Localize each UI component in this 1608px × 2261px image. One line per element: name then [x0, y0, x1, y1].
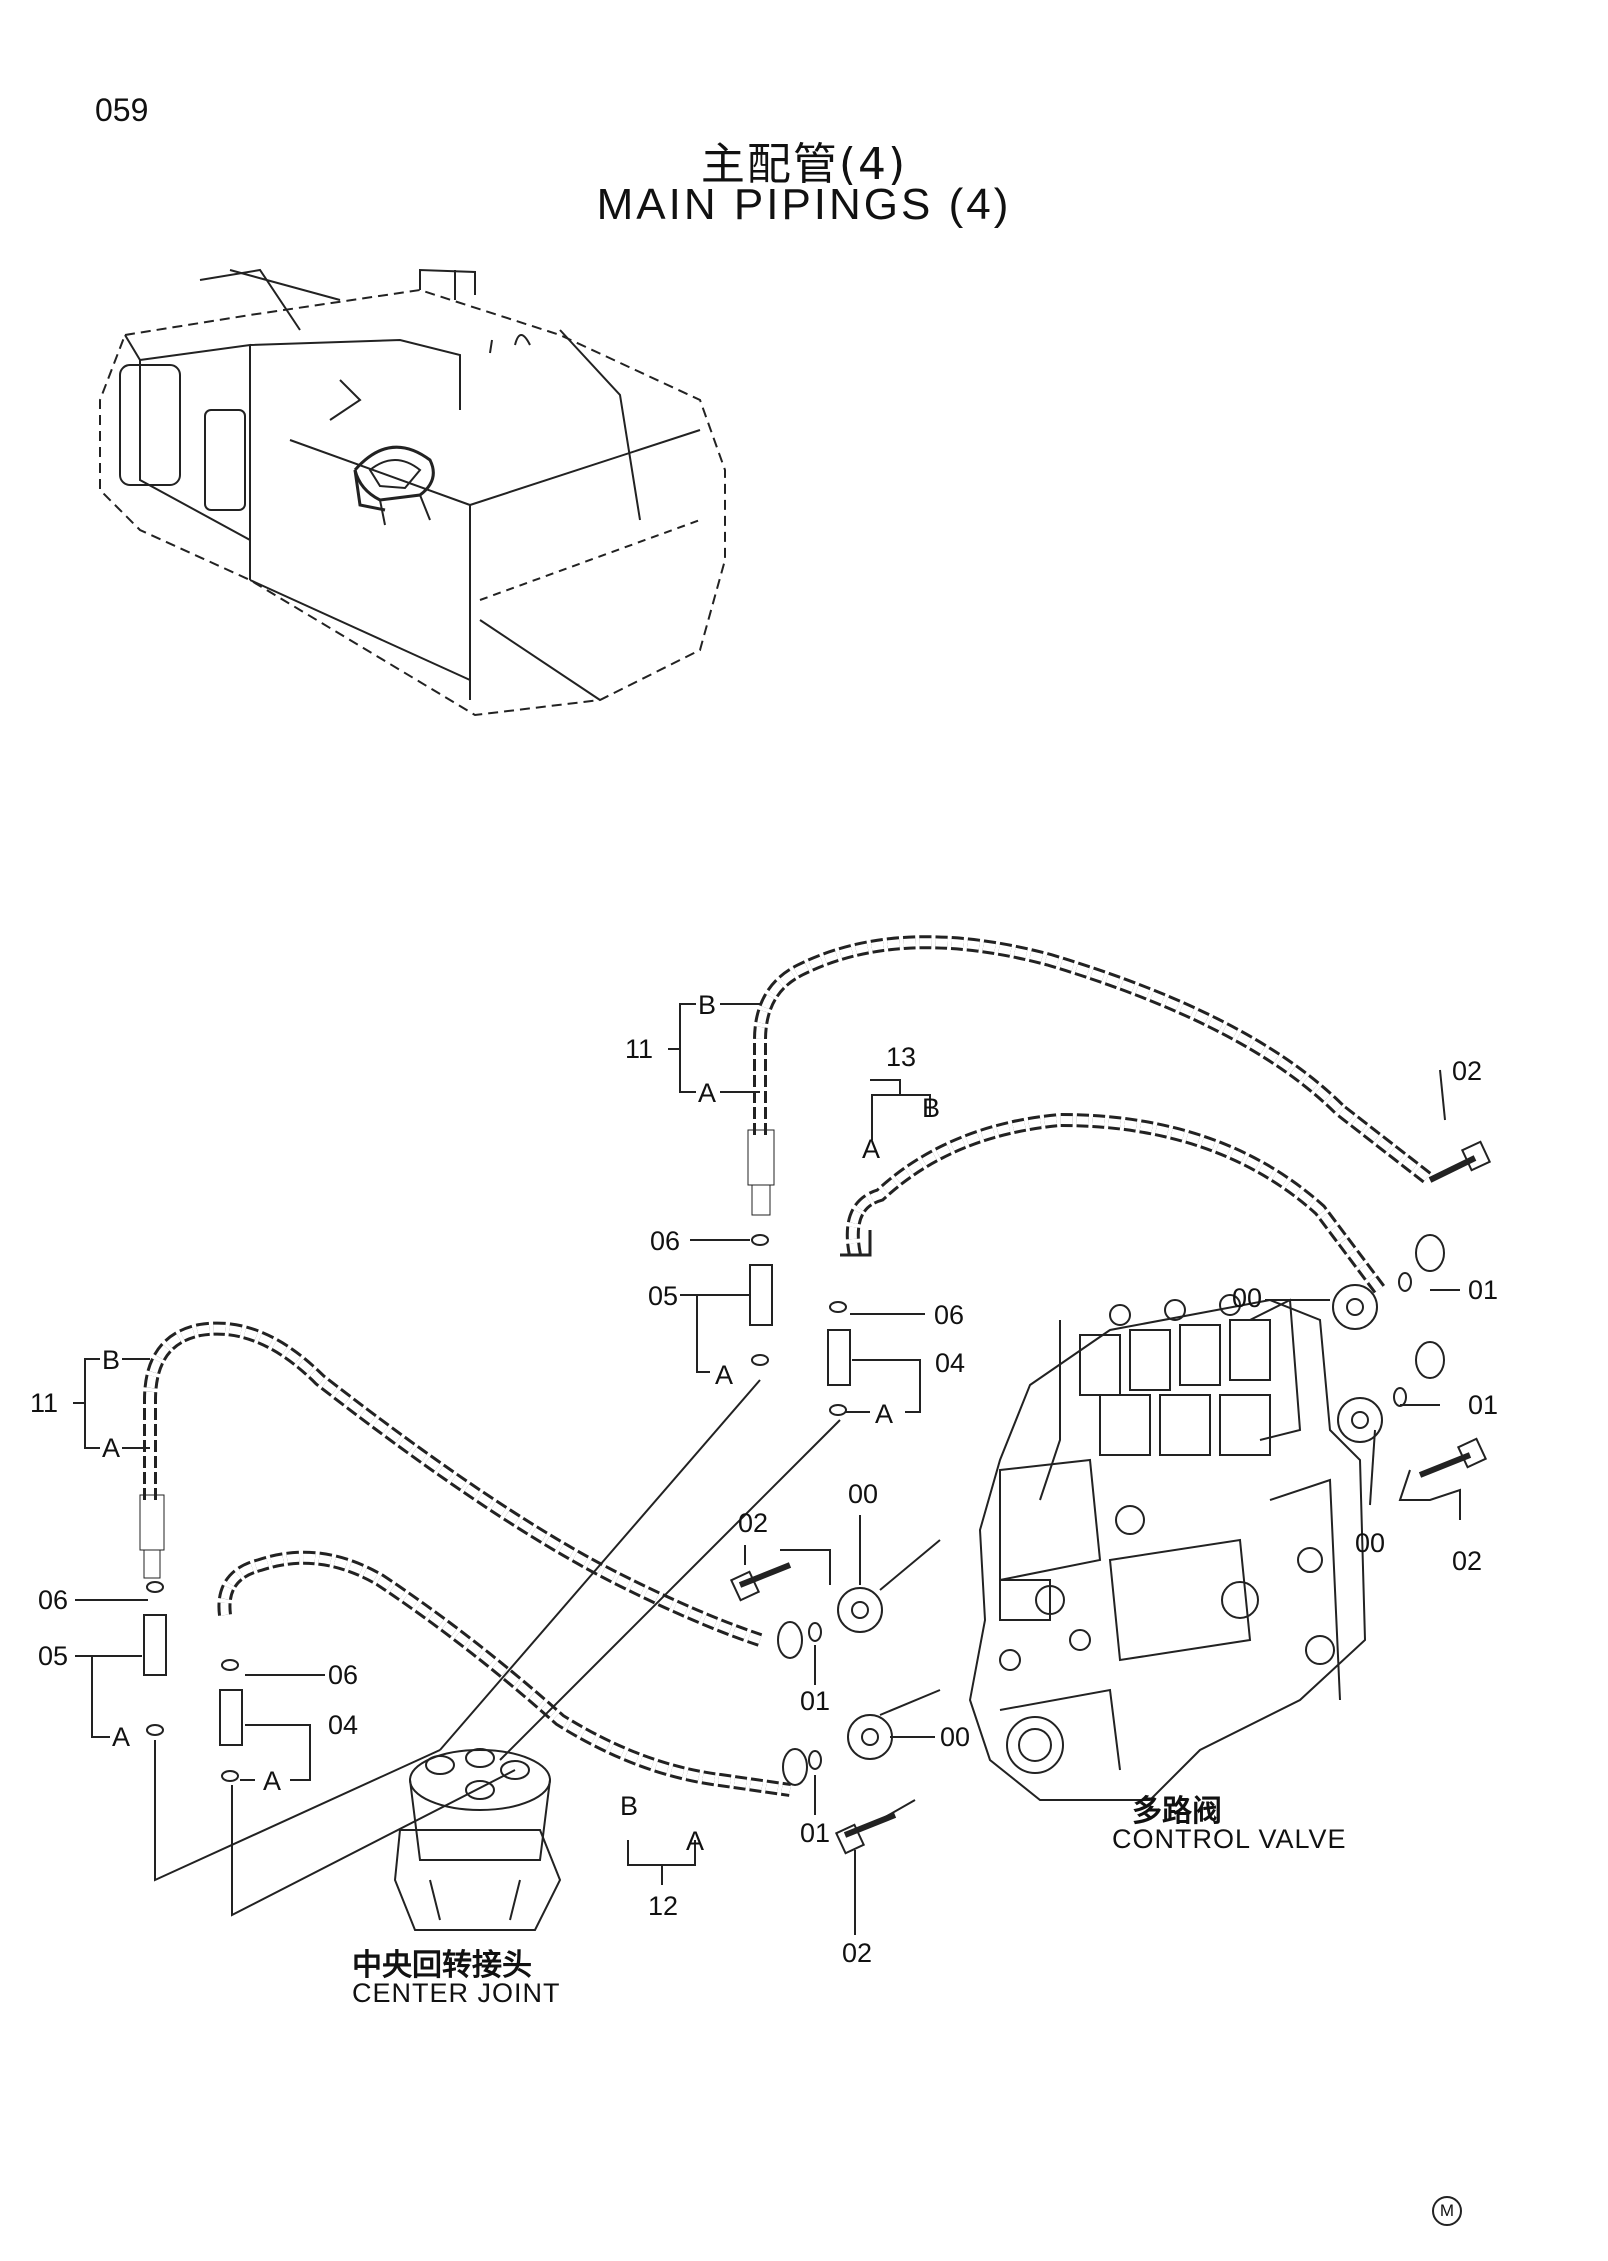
callout-06: 06 — [650, 1226, 680, 1256]
hose-assemblies — [139, 935, 1435, 1797]
callout-a: A — [862, 1134, 880, 1164]
callout-b: B — [698, 990, 716, 1020]
callout-12: 12 — [648, 1891, 678, 1921]
excavator-overview-illustration — [99, 268, 726, 717]
callout-00: 00 — [1355, 1528, 1385, 1558]
callout-02: 02 — [842, 1938, 872, 1968]
callout-02: 02 — [1452, 1056, 1482, 1086]
callout-06: 06 — [934, 1300, 964, 1330]
callout-01: 01 — [1468, 1275, 1498, 1305]
control-valve-label-chinese: 多路阀 — [1132, 1794, 1222, 1829]
callout-a: A — [102, 1433, 120, 1463]
callout-b: B — [620, 1791, 638, 1821]
control-valve-label-english: CONTROL VALVE — [1112, 1824, 1347, 1854]
copyright-mark: M — [1432, 2196, 1462, 2226]
callout-06: 06 — [328, 1660, 358, 1690]
callout-11-top: 11 — [625, 1034, 653, 1064]
callout-a: A — [698, 1078, 716, 1108]
fittings-and-seals — [143, 1140, 1492, 1855]
center-joint-illustration — [393, 1748, 562, 1931]
page-number: 059 — [95, 92, 149, 128]
callout-a: A — [112, 1722, 130, 1752]
callout-05: 05 — [38, 1641, 68, 1671]
page-title-english: MAIN PIPINGS (4) — [596, 180, 1012, 229]
callout-a: A — [686, 1826, 704, 1856]
callout-13: 13 — [886, 1042, 916, 1072]
callout-02: 02 — [738, 1508, 768, 1538]
callout-b: B — [922, 1093, 940, 1123]
callout-labels: 11 B A 13 A B 02 00 01 01 00 02 06 05 A … — [30, 990, 1498, 1968]
callout-05: 05 — [648, 1281, 678, 1311]
callout-01: 01 — [800, 1818, 830, 1848]
callout-04: 04 — [935, 1348, 965, 1378]
center-joint-label-english: CENTER JOINT — [352, 1978, 561, 2008]
callout-11-left: 11 — [30, 1388, 58, 1418]
callout-a: A — [875, 1399, 893, 1429]
callout-00: 00 — [1232, 1283, 1262, 1313]
callout-02: 02 — [1452, 1546, 1482, 1576]
control-valve-illustration — [968, 1294, 1367, 1801]
callout-01: 01 — [1468, 1390, 1498, 1420]
callout-00: 00 — [848, 1479, 878, 1509]
callout-leader-lines — [73, 1003, 1461, 1935]
callout-00: 00 — [940, 1722, 970, 1752]
page-title-chinese: 主配管(4) — [700, 139, 908, 190]
callout-06: 06 — [38, 1585, 68, 1615]
center-joint-label-chinese: 中央回转接头 — [352, 1948, 532, 1983]
callout-b: B — [102, 1345, 120, 1375]
callout-01: 01 — [800, 1686, 830, 1716]
callout-04: 04 — [328, 1710, 358, 1740]
callout-a: A — [715, 1360, 733, 1390]
callout-a: A — [263, 1766, 281, 1796]
